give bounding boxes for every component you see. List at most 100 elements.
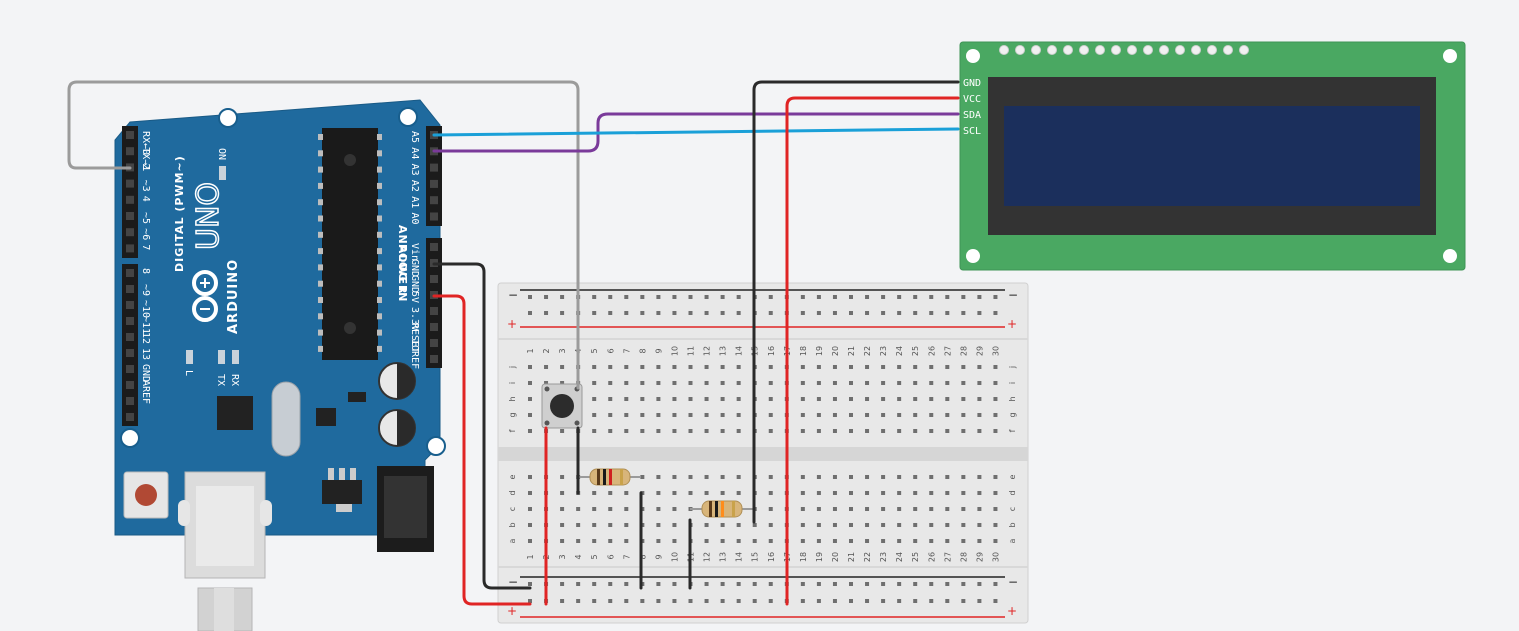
wire-red-lcd-vcc[interactable] (785, 96, 960, 606)
reset-button-cap[interactable] (135, 484, 157, 506)
breadboard-hole (592, 311, 597, 315)
pin-socket[interactable] (126, 228, 134, 237)
breadboard-hole (865, 475, 870, 479)
pin-socket[interactable] (126, 269, 134, 277)
chip-leg (377, 264, 382, 271)
breadboard-hole (881, 491, 886, 495)
row-letter-bottom: d (1008, 490, 1017, 495)
breadboard-hole (768, 507, 773, 511)
chip-leg (377, 280, 382, 287)
breadboard-center-channel (498, 447, 1028, 461)
pin-socket[interactable] (430, 275, 438, 283)
pin-socket[interactable] (126, 212, 134, 220)
breadboard-hole (528, 397, 532, 401)
rx-led (232, 350, 239, 364)
breadboard-hole (849, 491, 853, 495)
chip-leg (377, 297, 382, 303)
pin-socket[interactable] (126, 285, 134, 293)
breadboard-hole (977, 491, 982, 495)
breadboard-hole (720, 429, 725, 433)
on-led (219, 166, 226, 180)
column-number-bottom: 1 (526, 554, 535, 559)
pin-socket[interactable] (430, 196, 438, 205)
breadboard-hole (961, 413, 966, 417)
pin-socket[interactable] (126, 244, 134, 253)
analog-header-label: ANALOG IN (396, 225, 409, 302)
breadboard-hole (993, 475, 998, 479)
pin-socket[interactable] (126, 131, 134, 139)
pin-socket[interactable] (430, 307, 438, 315)
breadboard-hole (608, 311, 613, 315)
breadboard-hole (528, 507, 532, 511)
pin-socket[interactable] (126, 317, 134, 325)
column-number-top: 18 (799, 346, 808, 356)
pin-socket[interactable] (430, 212, 438, 221)
lcd-pad (1095, 45, 1105, 55)
breadboard-hole (720, 539, 725, 543)
column-number-bottom: 9 (654, 554, 663, 559)
breadboard-hole (560, 365, 565, 369)
pin-socket[interactable] (126, 365, 134, 373)
breadboard-hole (560, 381, 565, 385)
wire-blue-scl[interactable] (432, 127, 960, 137)
resistor-band (709, 501, 712, 517)
pin-socket[interactable] (126, 195, 134, 204)
lcd-i2c-display[interactable]: GND VCC SDA SCL (959, 41, 1466, 271)
breadboard-hole (881, 599, 886, 603)
chip-leg (318, 215, 323, 222)
column-number-top: 12 (703, 346, 712, 356)
rx-led-label: RX (229, 374, 240, 386)
breadboard-hole (608, 365, 613, 369)
crystal-oscillator (271, 381, 301, 457)
breadboard-hole (560, 523, 565, 527)
breadboard-hole (768, 539, 773, 543)
pin-socket[interactable] (430, 179, 438, 188)
breadboard-hole (736, 475, 741, 479)
pin-socket[interactable] (126, 301, 134, 309)
column-number-bottom: 12 (703, 552, 712, 562)
column-number-bottom: 19 (815, 552, 824, 562)
pin-socket[interactable] (430, 323, 438, 331)
pin-socket[interactable] (126, 349, 134, 357)
pin-socket[interactable] (430, 355, 438, 363)
pin-socket[interactable] (430, 339, 438, 347)
analog-power-pin-sockets (430, 131, 438, 363)
rail-minus-sign-bl: − (508, 575, 518, 589)
wire-red-5v[interactable] (432, 294, 532, 606)
pin-socket[interactable] (126, 333, 134, 341)
wire-black-gnd[interactable] (432, 262, 532, 590)
pushbutton-cap[interactable] (550, 394, 574, 418)
breadboard-hole (768, 582, 773, 586)
breadboard-hole (977, 311, 982, 315)
pin-socket[interactable] (126, 179, 134, 188)
resistor-2[interactable] (690, 500, 754, 518)
breadboard-hole (704, 582, 709, 586)
breadboard-hole (608, 491, 613, 495)
pin-socket[interactable] (126, 147, 134, 156)
pin-socket[interactable] (126, 381, 134, 389)
wire-gray-pin2[interactable] (67, 80, 580, 390)
breadboard-hole (993, 381, 998, 385)
breadboard-hole (913, 413, 918, 417)
breadboard-hole (897, 491, 902, 495)
pin-socket[interactable] (126, 413, 134, 421)
breadboard-hole (945, 475, 950, 479)
breadboard-hole (977, 523, 982, 527)
lcd-pad (1111, 45, 1121, 55)
arduino-uno-board[interactable]: DIGITAL (PWM~) ANALOG IN POWER ARDUINO U… (114, 99, 446, 631)
breadboard[interactable]: − − + + − − + + 112233445566778899101011… (497, 282, 1029, 624)
pin-socket[interactable] (126, 397, 134, 405)
pushbutton[interactable] (541, 383, 583, 429)
column-number-top: 14 (735, 346, 744, 356)
breadboard-hole (768, 365, 773, 369)
resistor-1[interactable] (578, 468, 641, 486)
usb-port-tab (178, 500, 190, 526)
breadboard-hole (736, 429, 741, 433)
breadboard-hole (881, 413, 886, 417)
pin-socket[interactable] (430, 163, 438, 172)
pin-socket[interactable] (430, 243, 438, 251)
wire-black-lcd-gnd[interactable] (752, 80, 960, 524)
chip-legs (318, 134, 382, 352)
breadboard-hole (672, 381, 677, 385)
breadboard-hole (656, 582, 661, 586)
